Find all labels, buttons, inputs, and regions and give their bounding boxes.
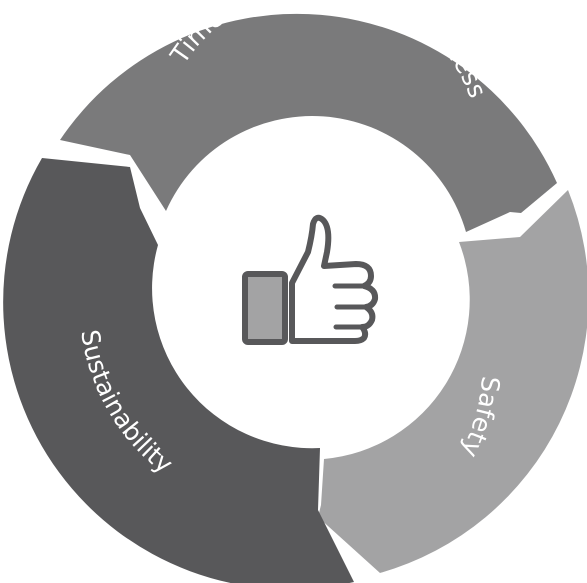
segment-time-cost [60,13,557,233]
segment-safety [318,190,587,573]
thumbs-up-icon [242,214,379,345]
segment-sustainability [3,158,354,583]
